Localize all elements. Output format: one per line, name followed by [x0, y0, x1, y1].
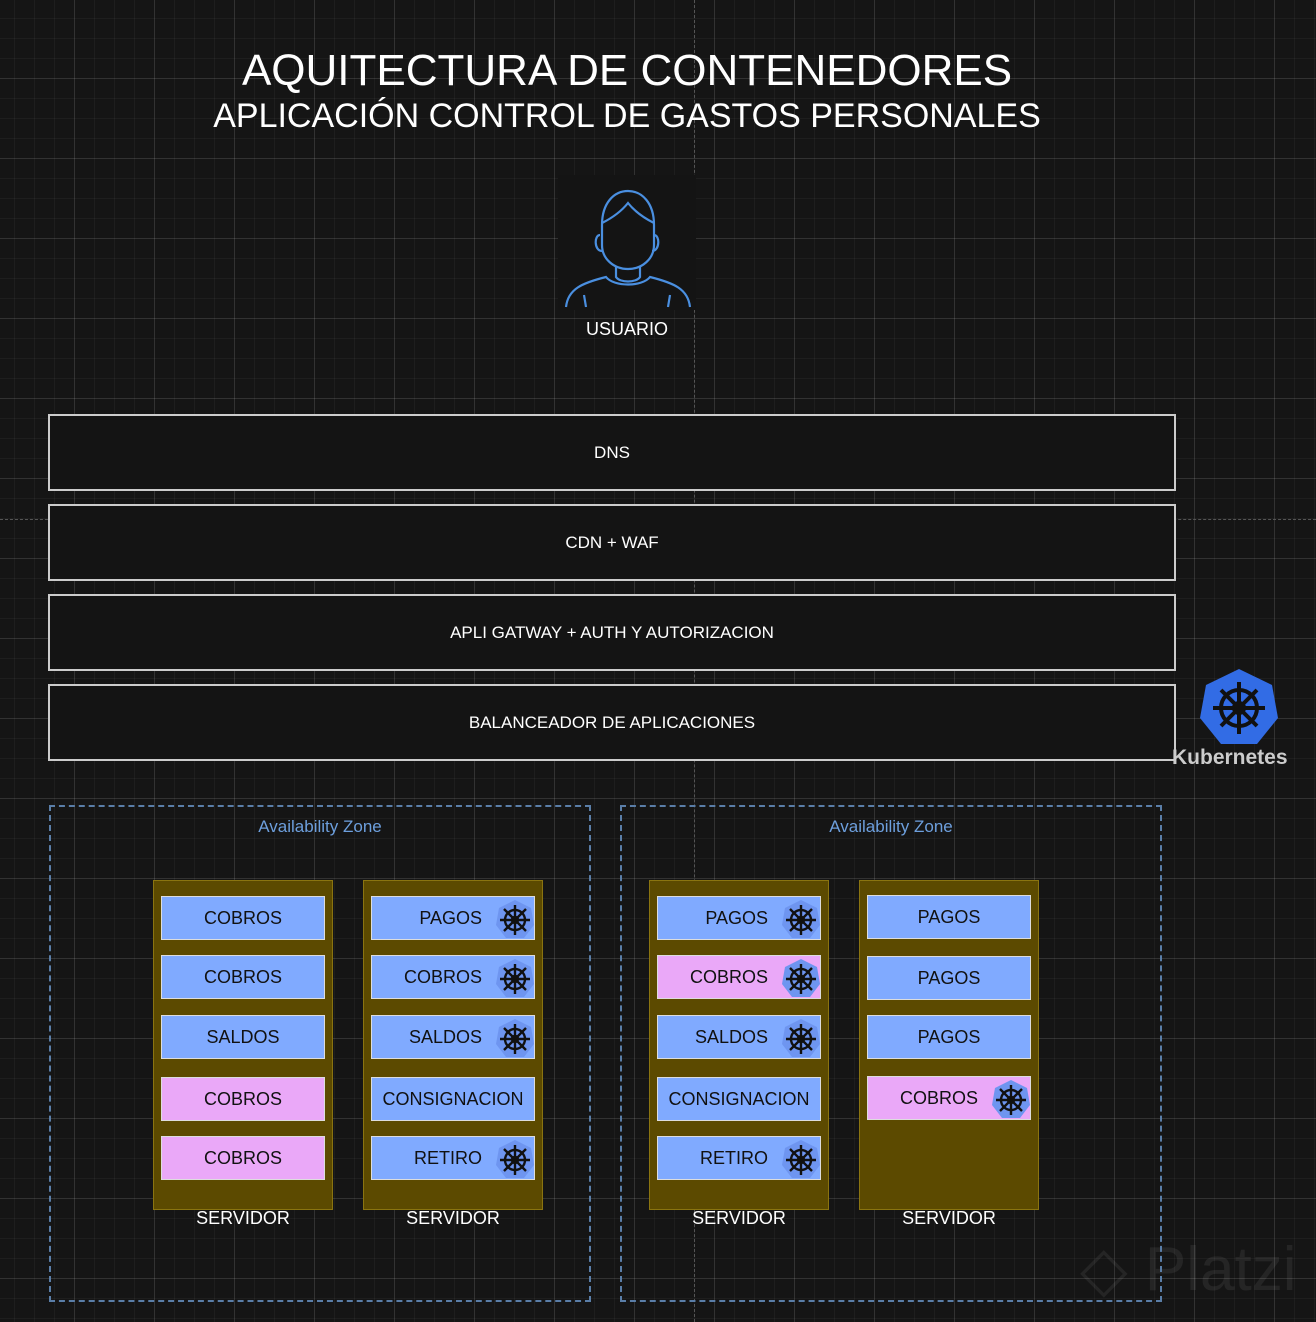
server-1: COBROS COBROS SALDOS COBROS COBROS — [153, 880, 333, 1210]
kubernetes-icon — [780, 899, 822, 939]
container-pagos[interactable]: PAGOS — [657, 896, 821, 940]
container-cobros[interactable]: COBROS — [161, 1136, 325, 1180]
container-label: COBROS — [899, 1087, 978, 1108]
server-label: SERVIDOR — [196, 1208, 290, 1228]
diagram-subtitle: APLICACIÓN CONTROL DE GASTOS PERSONALES — [213, 97, 1041, 135]
container-label: COBROS — [403, 966, 482, 987]
availability-zone-1: Availability Zone — [49, 805, 591, 1302]
container-cobros[interactable]: COBROS — [371, 955, 535, 999]
container-label: RETIRO — [413, 1147, 482, 1168]
user-label: USUARIO — [585, 319, 668, 339]
load-balancer-layer[interactable]: BALANCEADOR DE APLICACIONES — [48, 684, 1176, 761]
container-consignacion[interactable]: CONSIGNACION — [657, 1077, 821, 1121]
container-cobros[interactable]: COBROS — [867, 1076, 1031, 1120]
container-pagos[interactable]: PAGOS — [867, 895, 1031, 939]
container-label: SALDOS — [206, 1026, 280, 1047]
container-label: PAGOS — [917, 967, 981, 988]
api-gateway-layer[interactable]: APLI GATWAY + AUTH Y AUTORIZACION — [48, 594, 1176, 671]
container-label: PAGOS — [705, 907, 768, 928]
server-label: SERVIDOR — [902, 1208, 996, 1228]
container-label: COBROS — [689, 966, 768, 987]
watermark-text: Platzi — [1144, 1235, 1297, 1304]
dns-layer[interactable]: DNS — [48, 414, 1176, 491]
container-label: COBROS — [203, 1147, 282, 1168]
zone-label: Availability Zone — [829, 817, 953, 836]
kubernetes-logo-icon — [1198, 668, 1280, 746]
kubernetes-icon — [494, 1018, 536, 1058]
diagram-title: AQUITECTURA DE CONTENEDORES — [241, 46, 1013, 95]
container-cobros[interactable]: COBROS — [161, 896, 325, 940]
kubernetes-icon — [494, 1139, 536, 1179]
container-consignacion[interactable]: CONSIGNACION — [371, 1077, 535, 1121]
container-label: CONSIGNACION — [668, 1088, 810, 1109]
container-label: COBROS — [203, 907, 282, 928]
container-pagos[interactable]: PAGOS — [371, 896, 535, 940]
container-pagos[interactable]: PAGOS — [867, 1015, 1031, 1059]
layer-label: CDN + WAF — [565, 532, 659, 552]
zone-label: Availability Zone — [258, 817, 382, 836]
container-cobros[interactable]: COBROS — [161, 1077, 325, 1121]
layer-label: BALANCEADOR DE APLICACIONES — [468, 712, 756, 732]
server-2: PAGOS COBROS SALDOS CONSIGNACION RETIRO — [363, 880, 543, 1210]
server-label: SERVIDOR — [692, 1208, 786, 1228]
container-retiro[interactable]: RETIRO — [371, 1136, 535, 1180]
kubernetes-label: Kubernetes — [1172, 746, 1288, 769]
layer-label: DNS — [594, 442, 630, 462]
container-label: CONSIGNACION — [382, 1088, 524, 1109]
cdn-waf-layer[interactable]: CDN + WAF — [48, 504, 1176, 581]
container-label: PAGOS — [917, 1026, 981, 1047]
server-3: PAGOS COBROS SALDOS CONSIGNACION RETIRO — [649, 880, 829, 1210]
platzi-watermark: ◇ Platzi — [1080, 1235, 1297, 1304]
container-pagos[interactable]: PAGOS — [867, 956, 1031, 1000]
availability-zone-2: Availability Zone — [620, 805, 1162, 1302]
kubernetes-icon — [990, 1079, 1032, 1119]
kubernetes-icon — [780, 1139, 822, 1179]
server-4: PAGOS PAGOS PAGOS COBROS — [859, 880, 1039, 1210]
container-cobros[interactable]: COBROS — [161, 955, 325, 999]
container-label: COBROS — [203, 966, 282, 987]
container-label: PAGOS — [419, 907, 482, 928]
container-cobros[interactable]: COBROS — [657, 955, 821, 999]
container-saldos[interactable]: SALDOS — [161, 1015, 325, 1059]
container-label: COBROS — [203, 1088, 282, 1109]
kubernetes-icon — [494, 899, 536, 939]
layer-label: APLI GATWAY + AUTH Y AUTORIZACION — [450, 622, 774, 642]
kubernetes-icon — [780, 958, 822, 998]
container-retiro[interactable]: RETIRO — [657, 1136, 821, 1180]
container-saldos[interactable]: SALDOS — [657, 1015, 821, 1059]
container-label: SALDOS — [408, 1026, 482, 1047]
server-label: SERVIDOR — [406, 1208, 500, 1228]
kubernetes-icon — [494, 958, 536, 998]
container-label: RETIRO — [699, 1147, 768, 1168]
container-label: PAGOS — [917, 906, 981, 927]
container-label: SALDOS — [694, 1026, 768, 1047]
user-icon — [558, 175, 696, 310]
container-saldos[interactable]: SALDOS — [371, 1015, 535, 1059]
kubernetes-icon — [780, 1018, 822, 1058]
